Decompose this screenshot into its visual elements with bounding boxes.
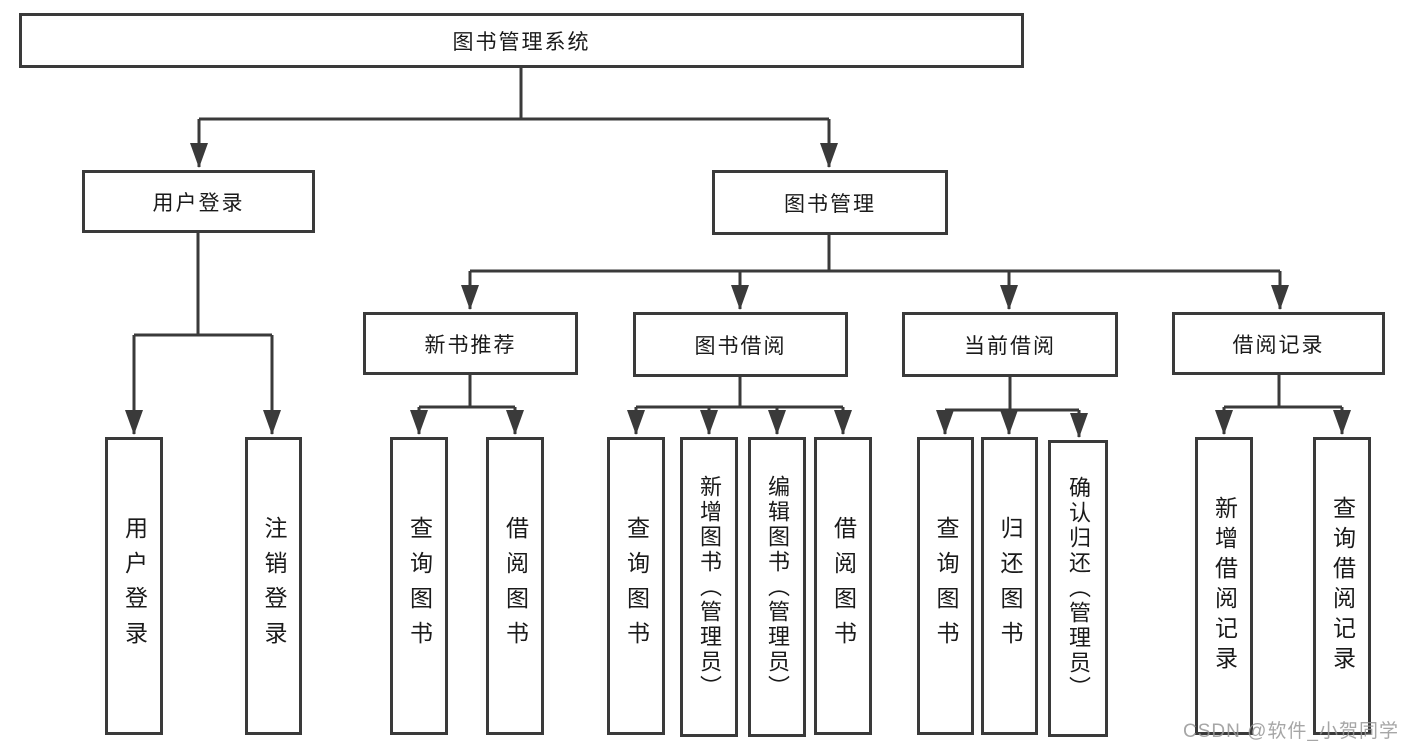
node-current-borrow: 当前借阅	[902, 312, 1118, 377]
leaf-borrow-books: 借阅图书	[814, 437, 872, 735]
leaf-label: 编辑图书（管理员）	[765, 474, 790, 700]
node-new-book-recommend: 新书推荐	[363, 312, 578, 375]
leaf-label: 借阅图书	[830, 516, 857, 656]
node-label: 新书推荐	[424, 333, 517, 357]
leaf-label: 归还图书	[997, 516, 1023, 656]
node-label: 当前借阅	[964, 334, 1056, 358]
node-borrow-records: 借阅记录	[1172, 312, 1385, 375]
leaf-label: 用户登录	[121, 516, 148, 656]
leaf-label: 新增借阅记录	[1211, 496, 1238, 676]
leaf-label: 确认归还（管理员）	[1066, 476, 1091, 701]
node-book-borrow: 图书借阅	[633, 312, 848, 377]
node-library-management-system: 图书管理系统	[19, 13, 1024, 68]
leaf-add-book-admin: 新增图书（管理员）	[680, 437, 738, 737]
leaf-label: 查询图书	[933, 516, 959, 656]
leaf-label: 注销登录	[261, 516, 287, 656]
leaf-query-books-current: 查询图书	[917, 437, 974, 735]
leaf-query-books-recommend: 查询图书	[390, 437, 448, 735]
leaf-borrow-books-recommend: 借阅图书	[486, 437, 544, 735]
leaf-confirm-return-admin: 确认归还（管理员）	[1048, 440, 1108, 737]
leaf-logout-login: 注销登录	[245, 437, 302, 735]
node-user-login: 用户登录	[82, 170, 315, 233]
leaf-query-borrow-record: 查询借阅记录	[1313, 437, 1371, 735]
leaf-query-books-borrow: 查询图书	[607, 437, 665, 735]
leaf-label: 借阅图书	[502, 516, 529, 656]
leaf-return-book: 归还图书	[981, 437, 1038, 735]
leaf-edit-book-admin: 编辑图书（管理员）	[748, 437, 806, 737]
node-label: 图书管理系统	[452, 30, 591, 54]
node-book-management: 图书管理	[712, 170, 948, 235]
leaf-add-borrow-record: 新增借阅记录	[1195, 437, 1253, 735]
node-label: 用户登录	[152, 191, 245, 215]
csdn-watermark: CSDN @软件_小贺同学	[1183, 721, 1399, 742]
node-label: 借阅记录	[1232, 333, 1325, 357]
leaf-label: 查询借阅记录	[1329, 496, 1356, 676]
leaf-user-login: 用户登录	[105, 437, 163, 735]
leaf-label: 新增图书（管理员）	[697, 474, 722, 700]
node-label: 图书管理	[784, 192, 876, 216]
node-label: 图书借阅	[694, 334, 787, 358]
leaf-label: 查询图书	[623, 516, 650, 656]
leaf-label: 查询图书	[406, 516, 433, 656]
